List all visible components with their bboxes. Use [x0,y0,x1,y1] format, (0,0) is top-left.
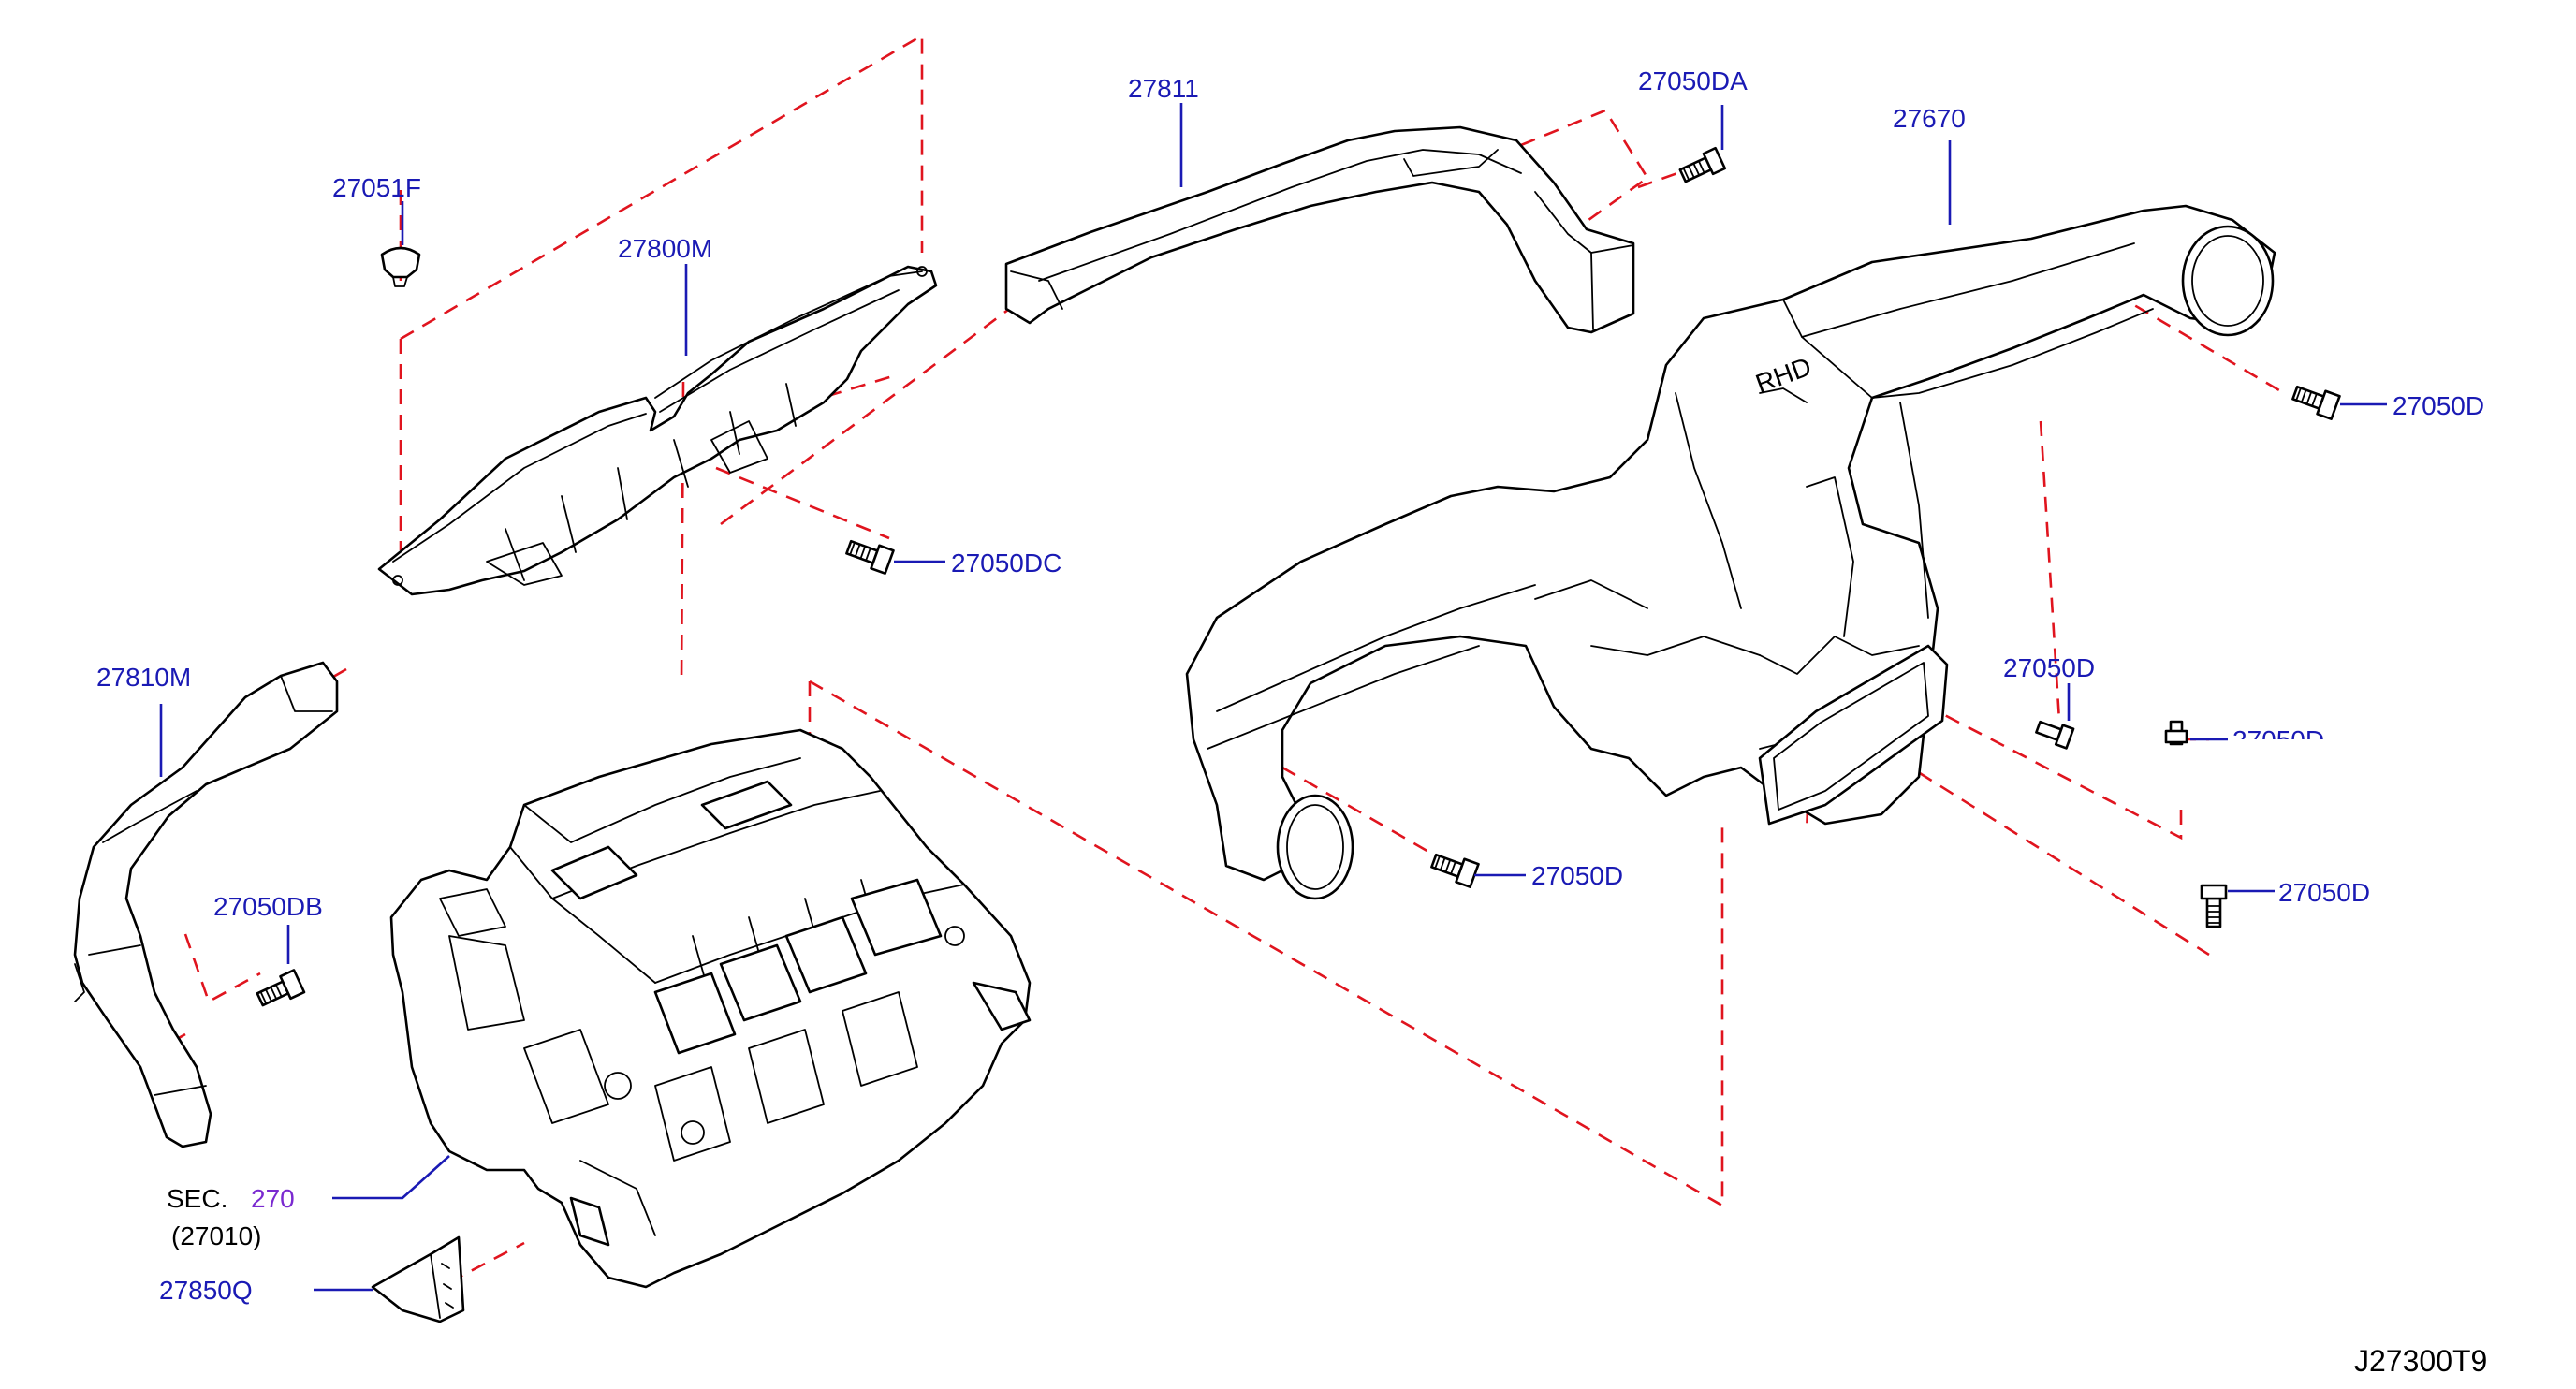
label-27050DB: 27050DB [213,892,323,921]
duct-27811 [1004,125,1635,334]
bolt-27050D-b [1430,853,1480,888]
label-27670: 27670 [1893,104,1966,133]
duct-27670: RHD [1185,204,2276,900]
bracket-27850Q [371,1235,465,1323]
label-27050D-b: 27050D [2003,653,2095,682]
bolts [256,146,2341,1007]
label-27051F: 27051F [332,173,421,202]
duct-27810M [73,661,339,1148]
label-27811: 27811 [1128,74,1199,103]
vent-27800M [377,265,938,596]
label-27810M: 27810M [96,663,191,692]
bolt-27050D-a [2291,385,2341,420]
label-27050DA: 27050DA [1638,66,1748,95]
bolt-27050DC [845,539,895,575]
heater-unit-27010 [389,728,1032,1289]
label-sec-prefix: SEC. [167,1184,227,1213]
bolt-27050DB [256,969,306,1007]
label-27050D-d: 27050D [1531,861,1623,890]
bolt-27050DA [1678,146,1727,183]
label-27050D-e: 27050D [2278,878,2370,907]
bolt-27050D-e [2200,884,2228,928]
label-27050D-a: 27050D [2393,391,2484,420]
label-27050D-c: 27050D [2232,725,2324,754]
label-27800M: 27800M [618,234,712,263]
bolt-27050D-d [2164,720,2188,746]
leader-lines [159,103,2387,1292]
clip-27051F [380,246,421,287]
label-27050DC: 27050DC [951,548,1061,578]
label-sec-number: 270 [251,1184,295,1213]
label-27850Q: 27850Q [159,1276,253,1305]
bolt-27050D-c [2035,720,2075,750]
label-sec-ref: (27010) [171,1221,262,1250]
diagram-code: J27300T9 [2354,1344,2487,1378]
part-labels: 27811 27050DA 27670 27051F 27800M 27050D… [96,66,2487,1378]
